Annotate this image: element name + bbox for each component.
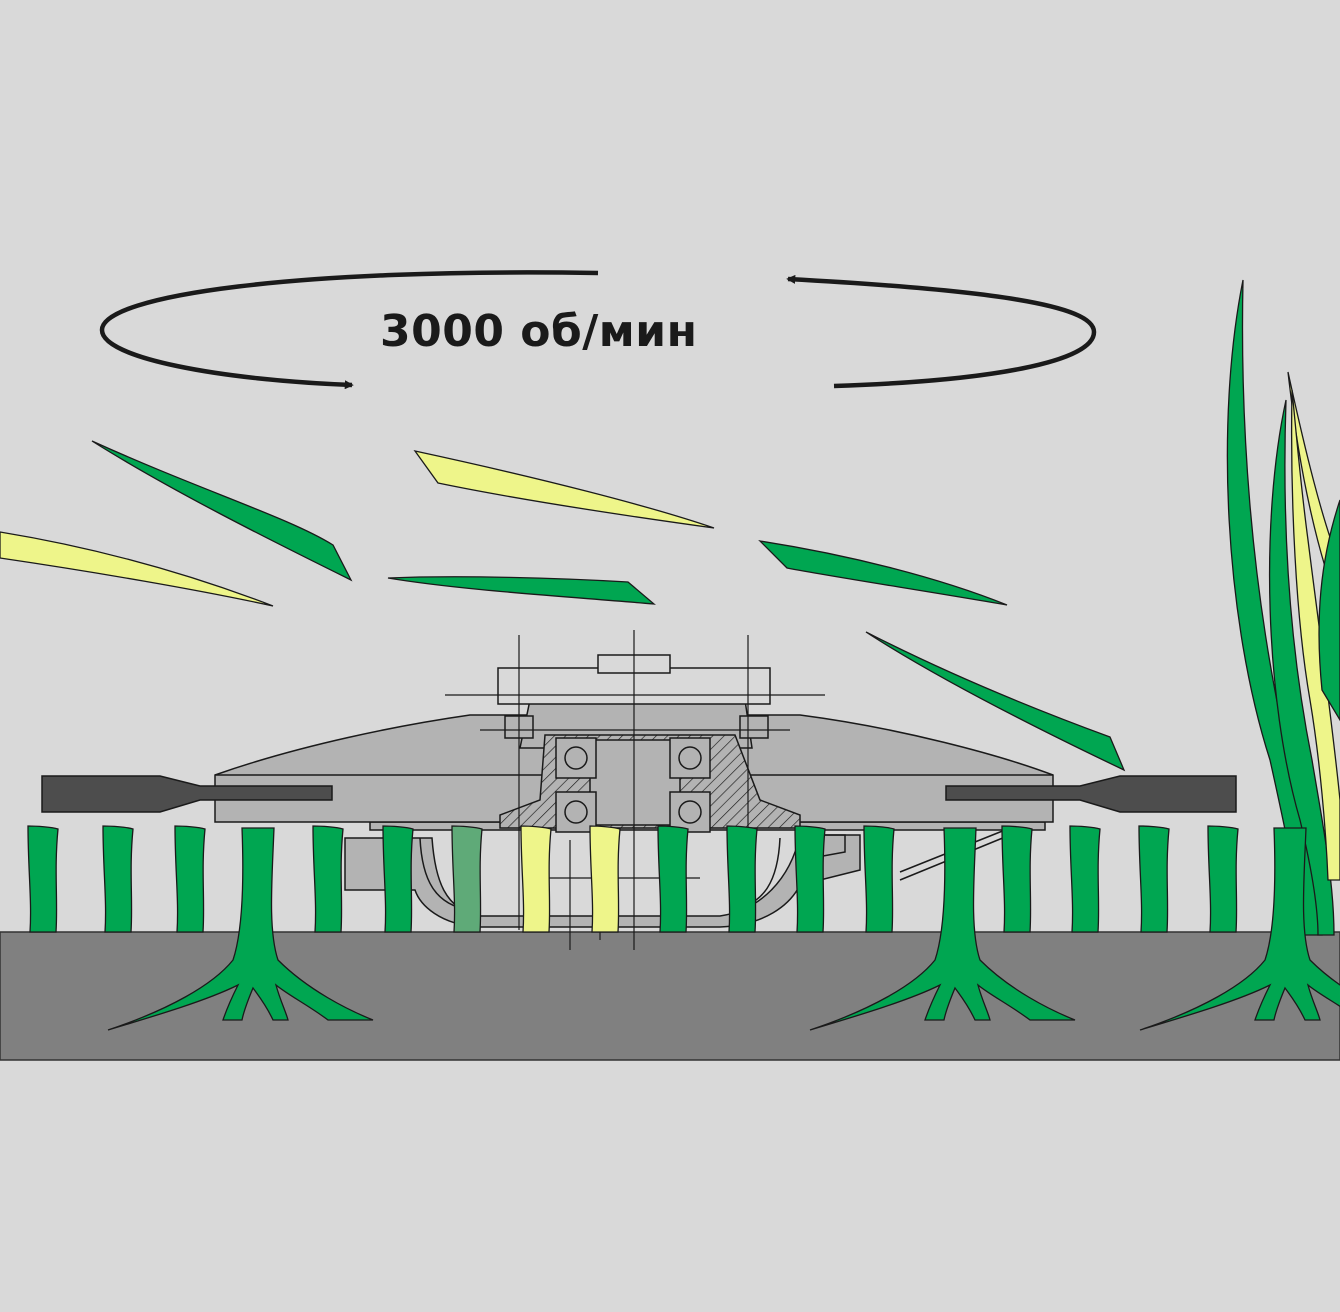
rooted-plants	[107, 827, 1340, 1031]
grass-stubble	[27, 825, 1239, 933]
grass-stub	[1001, 825, 1033, 933]
grass-stub	[589, 825, 621, 933]
flying-clippings	[0, 440, 1126, 772]
clipping	[413, 450, 715, 529]
rotation-arrow-right-arc	[786, 274, 1097, 389]
grass-stub	[27, 825, 59, 933]
grass-stub	[863, 825, 895, 933]
rotation-arrow	[99, 270, 1097, 390]
tall-grass	[1226, 279, 1340, 936]
grass-stub	[312, 825, 344, 933]
grass-stub	[520, 825, 552, 933]
grass-stub	[657, 825, 689, 933]
soil-layer	[0, 931, 1340, 1061]
rotation-speed-label: 3000 об/мин	[380, 306, 698, 357]
rooted-plant	[809, 827, 1076, 1031]
blade-right	[945, 775, 1237, 813]
grass-stub	[1069, 825, 1101, 933]
blades	[41, 775, 1237, 813]
rotation-arrow-left-arc	[99, 270, 599, 390]
clipping	[387, 576, 656, 605]
grass-stub	[1138, 825, 1170, 933]
grass-stub	[174, 825, 206, 933]
grass-stub	[382, 825, 414, 933]
grass-stub	[726, 825, 758, 933]
center-lines	[445, 630, 825, 950]
clipping	[865, 631, 1126, 772]
clipping	[758, 540, 1008, 606]
clipping	[91, 440, 353, 582]
grass-stub	[794, 825, 826, 933]
rooted-plant	[107, 827, 374, 1031]
grass-stub	[1207, 825, 1239, 933]
blade-left	[41, 775, 333, 813]
grass-stub	[102, 825, 134, 933]
clipping	[0, 531, 274, 607]
bearings	[555, 737, 711, 833]
rooted-plant	[1139, 827, 1340, 1031]
grass-stub	[451, 825, 483, 933]
